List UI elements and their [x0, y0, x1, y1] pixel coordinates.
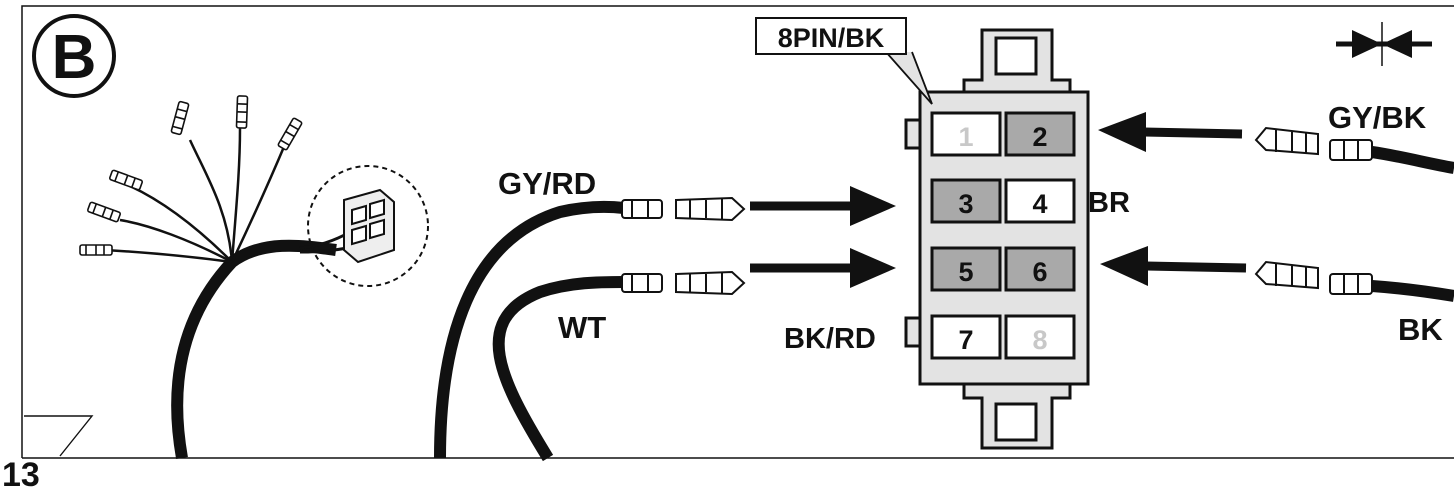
connector-label: 8PIN/BK [778, 23, 885, 53]
panel-badge: B [32, 14, 116, 98]
pin-5-number: 5 [958, 257, 973, 287]
terminal-gy-rd-pin [675, 196, 746, 222]
label-br: BR [1088, 187, 1130, 219]
harness-overview [104, 127, 357, 460]
pin-8 [1004, 314, 1076, 360]
panel-badge-letter: B [52, 23, 97, 92]
pin-6 [1004, 246, 1076, 292]
push-together-icon [1336, 22, 1432, 66]
arrow-bk [1100, 246, 1247, 286]
terminal-bk-pin [1254, 260, 1319, 290]
label-gy-rd: GY/RD [498, 166, 596, 201]
pin-6-number: 6 [1032, 257, 1047, 287]
connector-pins [930, 111, 1076, 360]
label-bk-rd: BK/RD [784, 323, 876, 355]
pin-1 [930, 111, 1002, 157]
page-corner-tab [24, 415, 94, 457]
mini-connector [343, 188, 395, 264]
terminal-gy-rd-housing [621, 199, 663, 219]
terminal-bk-housing [1329, 273, 1373, 295]
detail-circle [307, 165, 429, 287]
terminal-wt-pin [675, 270, 746, 296]
panel-frame [21, 5, 1454, 459]
terminal-pins [79, 95, 303, 256]
pin-4 [1004, 178, 1076, 224]
pin-1-number: 1 [958, 122, 973, 152]
terminal-gy-bk-pin [1254, 126, 1319, 156]
label-wt: WT [558, 310, 606, 345]
wire-gy-bk [1371, 146, 1454, 174]
terminal-gy-bk-housing [1329, 139, 1373, 161]
arrow-wt [750, 248, 896, 288]
connector-callout: 8PIN/BK [755, 17, 933, 105]
pin-2-number: 2 [1032, 122, 1047, 152]
label-bk: BK [1398, 312, 1443, 347]
pin-3 [930, 178, 1002, 224]
wire-gy-rd [434, 200, 625, 459]
pin-8-number: 8 [1032, 325, 1047, 355]
pin-4-number: 4 [1032, 189, 1047, 219]
arrow-gy-rd [750, 186, 896, 226]
wire-bk [1371, 280, 1454, 302]
pin-5 [930, 246, 1002, 292]
connector-pin-numbers: 1 2 3 4 5 6 7 8 [958, 122, 1047, 355]
pin-7 [930, 314, 1002, 360]
pin-2 [1004, 111, 1076, 157]
label-gy-bk: GY/BK [1328, 100, 1427, 135]
page-number: 13 [2, 456, 40, 494]
connector-housing [904, 28, 1090, 450]
pin-7-number: 7 [958, 325, 973, 355]
wire-wt [492, 276, 625, 462]
terminal-wt-housing [621, 273, 663, 293]
pin-3-number: 3 [958, 189, 973, 219]
arrow-gy-bk [1098, 112, 1243, 152]
